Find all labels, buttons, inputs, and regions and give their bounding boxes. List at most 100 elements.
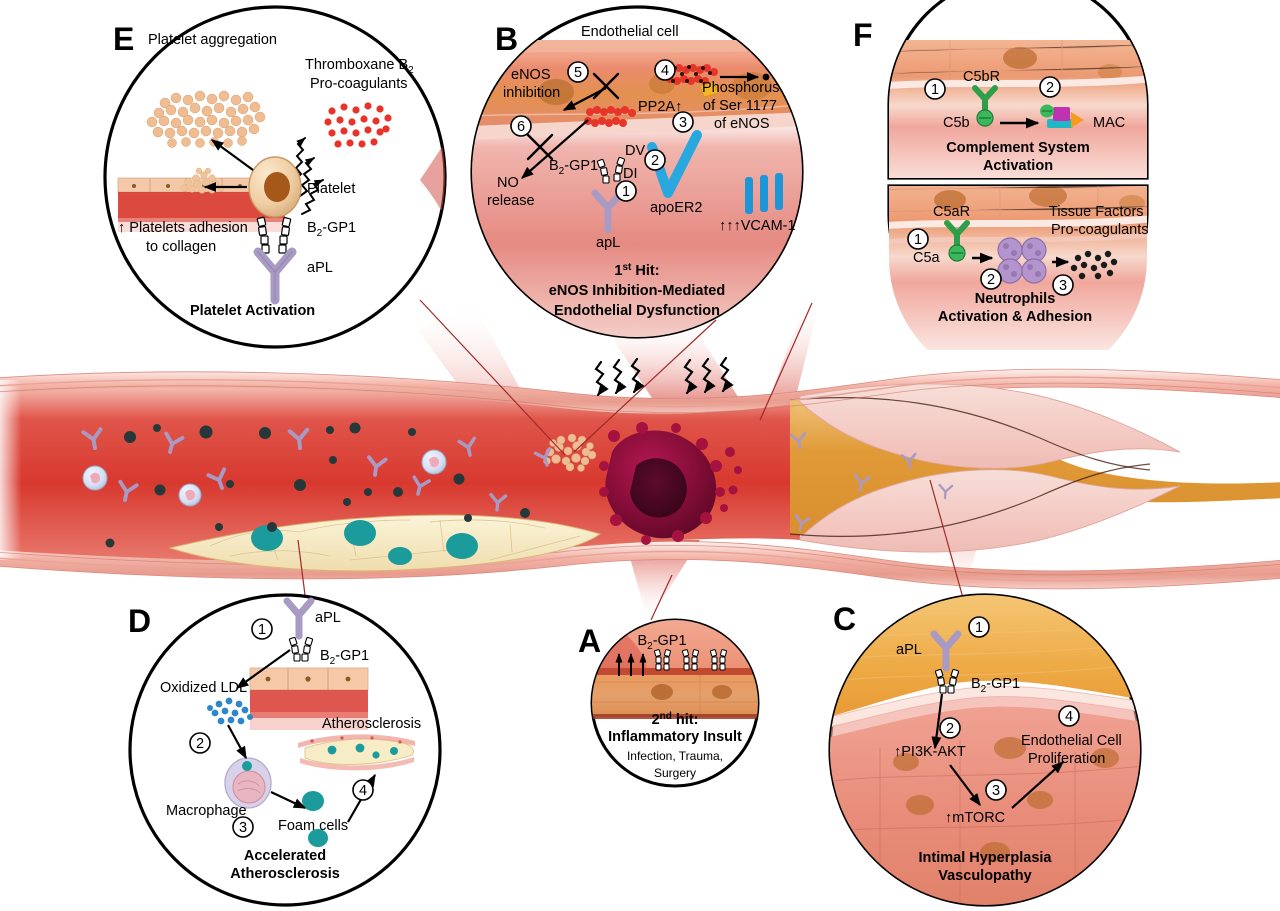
panel-B-apl-label: apL (596, 235, 620, 251)
panel-B-header: Endothelial cell (581, 24, 679, 40)
panel-F-mac-label: MAC (1093, 115, 1125, 131)
inflammatory-insult-arrows (594, 356, 734, 397)
panel-C-caption-l1: Intimal Hyperplasia (919, 850, 1053, 866)
svg-text:2: 2 (987, 272, 995, 288)
panel-C-caption-l2: Vasculopathy (938, 868, 1031, 884)
panel-E-aggregation-label: Platelet aggregation (148, 32, 277, 48)
tissue-factor-dots (1070, 250, 1118, 280)
thrombus (599, 422, 742, 545)
panel-E-apl-label: aPL (307, 260, 333, 276)
svg-text:4: 4 (359, 783, 367, 799)
panel-C-apl-label: aPL (896, 642, 922, 658)
platelet-cell (248, 156, 302, 218)
panel-B-enos-inhibition-l2: inhibition (503, 85, 560, 101)
panel-B-phosphorus-l2: of Ser 1177 (703, 98, 777, 114)
svg-text:2: 2 (196, 736, 204, 752)
panel-C-mtorc-label: ↑mTORC (945, 810, 1005, 826)
svg-text:1: 1 (975, 620, 983, 636)
foam-cells-in-plaque (251, 520, 478, 565)
panel-D-letter: D (128, 603, 151, 639)
connector-leader-lines (297, 299, 964, 621)
panel-B-letter: B (495, 21, 518, 57)
panel-B: B Endothelial cell eNOS inhibition NO re… (470, 5, 804, 339)
panel-F-bottom-caption-l2: Activation & Adhesion (938, 309, 1092, 325)
panel-F-c5b-label: C5b (943, 115, 970, 131)
b2gp1-apl-complex-D (283, 597, 315, 662)
panel-B-phosphorus-l1: Phosphorus (702, 80, 779, 96)
macrophage-cell (224, 757, 272, 809)
panel-F: F C5bR C5b MAC 1 2 Complement System Act… (853, 0, 1149, 350)
panel-B-apoer2-label: apoER2 (650, 200, 702, 216)
panel-B-di-label: DI (623, 166, 638, 182)
svg-text:4: 4 (1065, 709, 1073, 725)
panel-B-caption-l3: Endothelial Dysfunction (554, 303, 720, 319)
panel-A-letter: A (578, 623, 601, 659)
panel-F-c5a-label: C5a (913, 250, 941, 266)
svg-text:3: 3 (1059, 278, 1067, 294)
panel-E-b2gp1-label: B2-GP1 (307, 220, 356, 239)
panel-B-caption-l2: eNOS Inhibition-Mediated (549, 283, 725, 299)
panel-E: E Platelet aggregation Thromboxane B2 Pr… (103, 5, 447, 349)
svg-text:1: 1 (914, 232, 922, 248)
panel-A-caption-l2: Inflammatory Insult (608, 729, 742, 745)
panel-B-vcam-label: ↑↑↑VCAM-1 (719, 218, 796, 234)
aPL-antibodies-lumen (81, 427, 954, 532)
panel-B-b2gp1-label: B2-GP1 (549, 158, 598, 177)
panel-D-b2gp1-label: B2-GP1 (320, 648, 369, 667)
panel-D-oxidized-ldl-label: Oxidized LDL (160, 680, 247, 696)
panel-B-phosphorus-l3: of eNOS (714, 116, 770, 132)
panel-C-b2gp1-label: B2-GP1 (971, 676, 1020, 695)
microparticles (105, 422, 530, 548)
panel-B-caption-l1: 1st Hit: (614, 262, 659, 279)
panel-F-top-caption-l1: Complement System (946, 140, 1089, 156)
svg-text:2: 2 (651, 153, 659, 169)
panel-C-letter: C (833, 601, 856, 637)
panel-E-thromboxane-label: Thromboxane B2 (305, 57, 414, 76)
thromboxane-dots (324, 102, 392, 148)
svg-text:3: 3 (239, 820, 247, 836)
panel-E-adhesion-label-2: to collagen (146, 239, 216, 255)
central-vessel (0, 368, 1280, 590)
panel-A-caption-l1: 2nd hit: (652, 711, 699, 728)
b2gp1-apl-complex-C (930, 630, 962, 694)
svg-text:3: 3 (992, 783, 1000, 799)
foam-cells-D (302, 791, 328, 847)
panel-D-foam-cells-label: Foam cells (278, 818, 348, 834)
panel-B-no-release-l2: release (487, 193, 535, 209)
neutrophil-cluster (997, 237, 1047, 284)
mac-complex-icon (1040, 104, 1084, 128)
panel-C: C aPL B2-GP1 ↑PI3K-AKT ↑mTORC Endothelia… (828, 593, 1142, 907)
panel-C-proliferation-l1: Endothelial Cell (1021, 733, 1122, 749)
panel-F-c5ar-label: C5aR (933, 204, 970, 220)
panel-A-caption-sub-l1: Infection, Trauma, (627, 749, 723, 763)
vcam1-bars (745, 173, 783, 214)
panel-D-caption-l2: Atherosclerosis (230, 866, 340, 882)
panel-D: D aPL B2-GP1 Oxidized LDL Macrophage Foa… (128, 593, 442, 907)
panel-E-caption: Platelet Activation (190, 303, 315, 319)
panel-E-procoagulants-label: Pro-coagulants (310, 76, 408, 92)
svg-text:1: 1 (622, 184, 630, 200)
panel-F-top-caption-l2: Activation (983, 158, 1053, 174)
panel-F-letter: F (853, 17, 873, 53)
panel-E-platelet-label: Platelet (307, 181, 355, 197)
neutrophils-lumen (82, 449, 447, 507)
panel-E-adhesion-label-1: ↑ Platelets adhesion (118, 220, 248, 236)
svg-text:1: 1 (258, 622, 266, 638)
panel-A: A B2-GP1 2nd hit: Inflammatory Insult In… (578, 618, 760, 788)
svg-text:5: 5 (574, 65, 582, 81)
panel-E-letter: E (113, 21, 134, 57)
panel-F-tissue-factors-l1: Tissue Factors (1049, 204, 1144, 220)
panel-C-pi3k-label: ↑PI3K-AKT (894, 744, 966, 760)
svg-text:2: 2 (946, 721, 954, 737)
panel-B-step-badges: 5 4 3 6 2 1 (510, 59, 694, 202)
atherosclerosis-inset (298, 734, 415, 771)
panel-B-pp2a-label: PP2A↑ (638, 99, 682, 115)
panel-D-atherosclerosis-label: Atherosclerosis (322, 716, 421, 732)
svg-text:6: 6 (517, 119, 525, 135)
platelet-aggregate (543, 433, 597, 472)
panel-D-macrophage-label: Macrophage (166, 803, 247, 819)
b2gp1-apl-complex-E (253, 216, 297, 305)
svg-text:2: 2 (1046, 80, 1054, 96)
